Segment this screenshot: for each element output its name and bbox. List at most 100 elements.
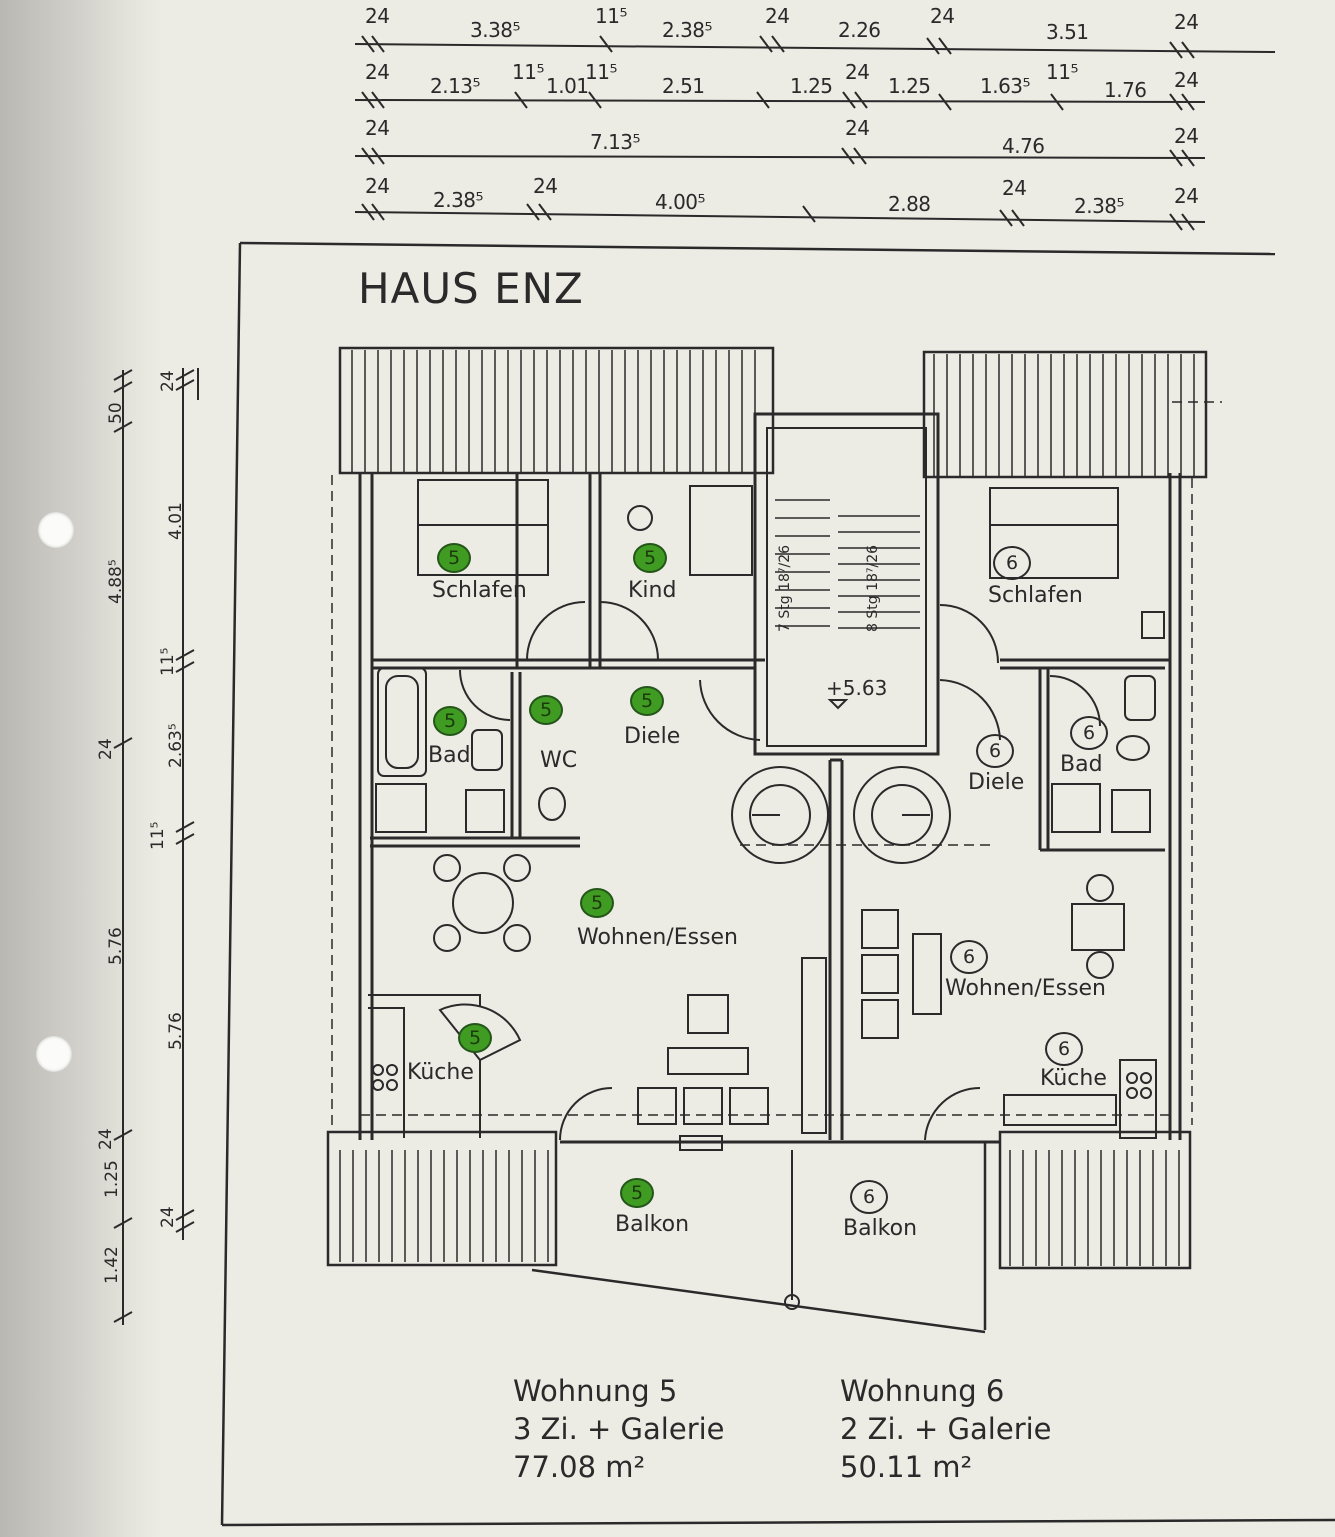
dim-label: 24: [365, 60, 390, 84]
frame-line: [220, 242, 242, 1526]
table: [687, 994, 729, 1034]
dim-label: 1.63⁵: [980, 74, 1031, 98]
door-arc: [939, 604, 999, 664]
spiral-stair: [731, 766, 829, 864]
room-schlafen: Schlafen: [988, 583, 1083, 608]
unit-badge: 5: [620, 1178, 654, 1208]
dim-label: 3.51: [1046, 20, 1089, 44]
unit-rooms: 3 Zi. + Galerie: [513, 1412, 725, 1446]
roof-area: [922, 350, 1208, 479]
unit-badge: 6: [950, 940, 988, 974]
dim-label: 50: [106, 402, 126, 424]
balcony-left-box: [326, 1130, 558, 1267]
room-bad: Bad: [1060, 752, 1103, 777]
dim-label: 24: [158, 1206, 178, 1228]
kitchen-counter: [368, 994, 481, 1138]
dim-label: 11⁵: [512, 60, 544, 84]
dim-label: 24: [1174, 10, 1199, 34]
dim-label: 24: [845, 60, 870, 84]
roof-area: [338, 346, 775, 475]
dim-label: 1.25: [790, 74, 833, 98]
washer: [465, 789, 505, 833]
unit-badge: 5: [529, 695, 563, 725]
unit-badge: 6: [850, 1180, 888, 1214]
dim-label: 4.01: [166, 502, 186, 540]
dim-label: 24: [930, 4, 955, 28]
dim-label: 5.76: [166, 1012, 186, 1050]
unit-badge: 5: [633, 543, 667, 573]
door-arc: [699, 679, 761, 741]
unit-rooms: 2 Zi. + Galerie: [840, 1412, 1052, 1446]
stair-label-right: 8 Stg 18⁷/26: [865, 544, 881, 632]
balcony-right-box: [998, 1130, 1192, 1270]
door-arc: [924, 1086, 981, 1141]
dim-label: 1.01: [546, 74, 589, 98]
shower: [1051, 783, 1101, 833]
nightstand: [1141, 611, 1165, 639]
punch-hole: [36, 1036, 72, 1072]
door-arc: [939, 679, 1001, 741]
unit-6-info: Wohnung 6 2 Zi. + Galerie 50.11 m²: [840, 1372, 1052, 1486]
dim-label: 1.25: [102, 1160, 122, 1198]
door-arc: [526, 601, 586, 661]
dim-label: 11⁵: [148, 821, 168, 850]
dim-label: 11⁵: [595, 4, 627, 28]
dimension-line: [354, 43, 1276, 53]
dim-label: 2.38⁵: [433, 188, 484, 212]
door-arc: [459, 669, 511, 721]
dim-label: 24: [365, 116, 390, 140]
dim-label: 24: [533, 174, 558, 198]
dim-label: 4.88⁵: [106, 559, 126, 604]
dim-label: 2.26: [838, 18, 881, 42]
binder-shadow: [0, 0, 160, 1537]
dim-label: 1.76: [1104, 78, 1147, 102]
sofa: [667, 1047, 749, 1075]
unit-badge: 6: [1070, 716, 1108, 750]
unit-badge: 6: [976, 734, 1014, 768]
room-kind: Kind: [628, 578, 677, 603]
unit-badge: 6: [1045, 1032, 1083, 1066]
dim-label: 2.38⁵: [1074, 194, 1125, 218]
room-balkon: Balkon: [615, 1212, 690, 1237]
sink: [471, 729, 503, 771]
unit-badge: 5: [433, 706, 467, 736]
bathtub: [377, 667, 427, 777]
room-balkon: Balkon: [843, 1216, 918, 1241]
dim-label: 11⁵: [158, 647, 178, 676]
unit-badge: 5: [630, 686, 664, 716]
unit-badge: 5: [580, 888, 614, 918]
dining-table: [452, 872, 514, 934]
unit-badge: 6: [993, 546, 1031, 580]
toilet: [1116, 735, 1150, 761]
room-diele: Diele: [624, 724, 681, 749]
level-mark: +5.63: [826, 676, 888, 700]
dim-label: 4.76: [1002, 134, 1045, 158]
lamp-symbol: [627, 505, 653, 531]
plan-title: HAUS ENZ: [358, 264, 584, 313]
dim-label: 11⁵: [585, 60, 617, 84]
unit-name: Wohnung 5: [513, 1374, 678, 1408]
dim-label: 2.38⁵: [662, 18, 713, 42]
dim-label: 24: [96, 738, 116, 760]
dim-label: 2.13⁵: [430, 74, 481, 98]
dim-label: 7.13⁵: [590, 130, 641, 154]
dim-label: 24: [1174, 184, 1199, 208]
unit-area: 77.08 m²: [513, 1450, 646, 1484]
punch-hole: [38, 512, 74, 548]
room-wc: WC: [540, 748, 578, 773]
unit-badge: 5: [458, 1023, 492, 1053]
dim-label: 1.25: [888, 74, 931, 98]
sink: [1124, 675, 1156, 721]
unit-area: 50.11 m²: [840, 1450, 973, 1484]
stair-label-left: 7 Stg 18⁷/26: [777, 544, 793, 632]
dim-label: 24: [845, 116, 870, 140]
dimension-line: [354, 99, 1206, 103]
door-arc: [599, 601, 659, 661]
frame-line: [221, 1518, 1335, 1527]
dim-label: 5.76: [106, 927, 126, 965]
dim-label: 11⁵: [1046, 60, 1078, 84]
room-kueche: Küche: [1040, 1066, 1107, 1091]
dim-label: 24: [1174, 124, 1199, 148]
dim-label: 24: [365, 174, 390, 198]
